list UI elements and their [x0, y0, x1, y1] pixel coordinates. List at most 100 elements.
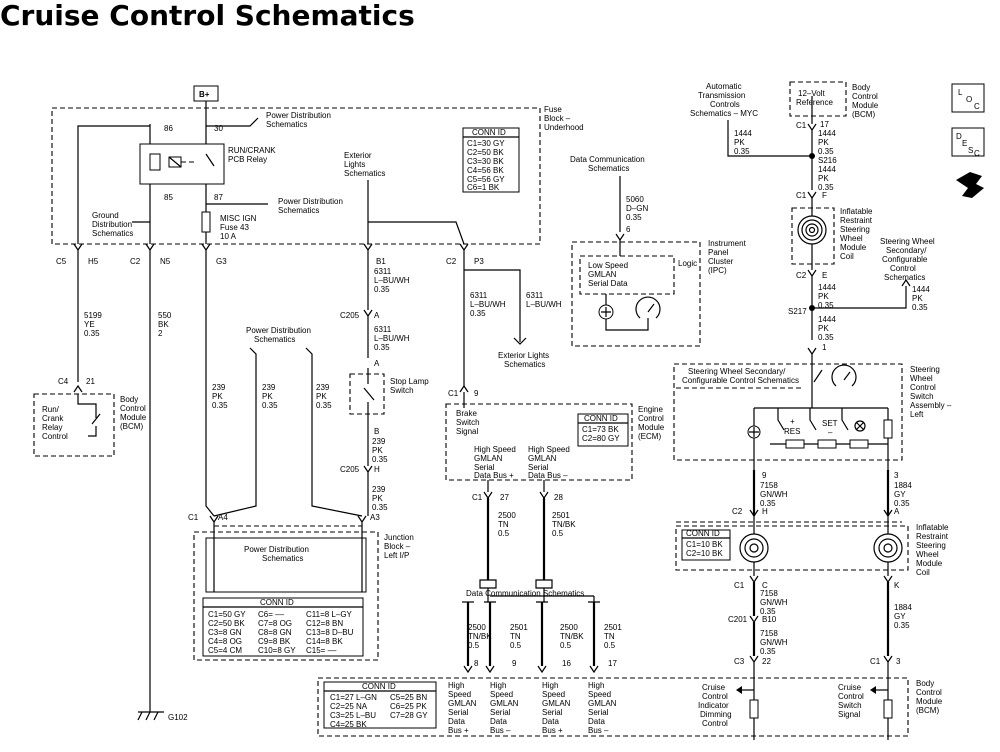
svg-text:Schematics: Schematics: [92, 229, 133, 238]
svg-text:C: C: [762, 581, 768, 590]
svg-text:1444: 1444: [818, 165, 836, 174]
steering-wheel-secondary: Steering Wheel Secondary/ Configurable C…: [880, 237, 935, 312]
svg-text:Serial: Serial: [588, 708, 609, 717]
svg-text:C: C: [974, 149, 980, 158]
svg-text:6311: 6311: [470, 291, 488, 300]
svg-text:Power Distribution: Power Distribution: [278, 197, 343, 206]
svg-text:GY: GY: [894, 612, 906, 621]
svg-text:C10=8 GY: C10=8 GY: [258, 646, 296, 655]
svg-text:Dimming: Dimming: [700, 710, 732, 719]
svg-text:Stop Lamp: Stop Lamp: [390, 377, 429, 386]
svg-text:Data: Data: [448, 717, 465, 726]
svg-text:H5: H5: [88, 257, 99, 266]
svg-text:22: 22: [762, 657, 771, 666]
location-icon[interactable]: L O C: [951, 83, 985, 113]
svg-text:0.35: 0.35: [374, 285, 390, 294]
svg-text:Coil: Coil: [840, 252, 854, 261]
svg-text:P3: P3: [474, 257, 484, 266]
svg-text:PK: PK: [372, 494, 383, 503]
svg-text:B+: B+: [199, 90, 210, 99]
svg-text:Module: Module: [120, 413, 147, 422]
svg-text:B: B: [374, 427, 379, 436]
svg-text:C1=30 GY: C1=30 GY: [467, 139, 505, 148]
svg-text:Block –: Block –: [544, 114, 571, 123]
engine-control-module: Brake Switch Signal CONN ID C1=73 BK C2=…: [445, 392, 665, 481]
svg-text:21: 21: [86, 377, 95, 386]
svg-text:0.35: 0.35: [372, 503, 388, 512]
svg-text:Steering Wheel: Steering Wheel: [880, 237, 935, 246]
svg-text:Signal: Signal: [838, 710, 860, 719]
svg-text:Serial: Serial: [474, 463, 495, 472]
svg-text:0.35: 0.35: [84, 329, 100, 338]
svg-text:Assembly –: Assembly –: [910, 401, 952, 410]
svg-text:Data Communication: Data Communication: [570, 155, 645, 164]
svg-text:CONN ID: CONN ID: [472, 128, 506, 137]
svg-text:(BCM): (BCM): [852, 110, 875, 119]
svg-text:Power Distribution: Power Distribution: [246, 326, 311, 335]
svg-text:10 A: 10 A: [220, 232, 237, 241]
svg-text:C2: C2: [446, 257, 457, 266]
svg-text:Low Speed: Low Speed: [588, 261, 628, 270]
svg-text:CONN ID: CONN ID: [260, 598, 294, 607]
svg-text:Control: Control: [910, 383, 936, 392]
svg-text:Schematics: Schematics: [884, 273, 925, 282]
svg-text:–: –: [828, 428, 833, 437]
svg-text:A4: A4: [218, 513, 228, 522]
svg-text:Control: Control: [120, 404, 146, 413]
svg-text:1444: 1444: [818, 129, 836, 138]
svg-text:Wheel: Wheel: [910, 374, 933, 383]
svg-text:239: 239: [372, 437, 386, 446]
bus-wires: 2500 TN/BK 0.5 2501 TN 0.5 2500 TN/BK 0.…: [462, 588, 622, 674]
svg-text:C3: C3: [734, 657, 745, 666]
svg-text:Serial: Serial: [528, 463, 549, 472]
svg-text:Run/: Run/: [42, 405, 60, 414]
svg-text:C1: C1: [796, 121, 807, 130]
svg-text:O: O: [966, 95, 972, 104]
svg-text:Bus –: Bus –: [490, 726, 511, 735]
svg-text:87: 87: [214, 193, 223, 202]
svg-text:CONN ID: CONN ID: [584, 414, 618, 423]
ground-g102: G102: [137, 711, 188, 722]
description-icon[interactable]: D E S C: [951, 127, 985, 158]
svg-text:B10: B10: [762, 615, 777, 624]
svg-text:Coil: Coil: [916, 568, 930, 577]
svg-text:Restraint: Restraint: [916, 532, 949, 541]
svg-text:6311: 6311: [374, 325, 392, 334]
svg-text:G102: G102: [168, 713, 188, 722]
svg-text:PK: PK: [212, 392, 223, 401]
svg-text:Transmission: Transmission: [698, 91, 745, 100]
svg-text:CONN ID: CONN ID: [362, 682, 396, 691]
svg-text:C2=50 BK: C2=50 BK: [467, 148, 504, 157]
run-crank-pcb-relay: RUN/CRANK PCB Relay: [139, 143, 276, 185]
svg-text:0.35: 0.35: [894, 499, 910, 508]
svg-text:High: High: [490, 681, 506, 690]
svg-text:Switch: Switch: [390, 386, 414, 395]
svg-text:Speed: Speed: [490, 690, 513, 699]
connector-icon[interactable]: [956, 172, 984, 198]
svg-text:Serial: Serial: [490, 708, 511, 717]
svg-text:C1=27 L–GN: C1=27 L–GN: [330, 693, 377, 702]
fuse-block-conn-id: CONN ID C1=30 GY C2=50 BK C3=30 BK C4=56…: [462, 127, 520, 193]
svg-text:S216: S216: [818, 156, 837, 165]
svg-text:Module: Module: [840, 243, 867, 252]
svg-text:Control: Control: [638, 414, 664, 423]
svg-text:0.35: 0.35: [894, 621, 910, 630]
svg-text:L–BU/WH: L–BU/WH: [374, 276, 410, 285]
svg-text:Control: Control: [838, 692, 864, 701]
svg-text:A: A: [374, 311, 380, 320]
svg-text:E: E: [962, 139, 967, 148]
svg-text:Steering Wheel Secondary/: Steering Wheel Secondary/: [688, 367, 786, 376]
svg-text:30: 30: [214, 124, 223, 133]
svg-text:L–BU/WH: L–BU/WH: [374, 334, 410, 343]
svg-text:GMLAN: GMLAN: [474, 454, 503, 463]
svg-text:GMLAN: GMLAN: [490, 699, 519, 708]
svg-text:Module: Module: [638, 423, 665, 432]
svg-text:Schematics: Schematics: [262, 554, 303, 563]
power-distribution-mid: Power Distribution Schematics 239 PK 0.3…: [213, 326, 363, 517]
svg-text:E: E: [822, 271, 827, 280]
svg-text:TN/BK: TN/BK: [468, 632, 492, 641]
svg-text:1444: 1444: [818, 315, 836, 324]
svg-text:Serial: Serial: [448, 708, 469, 717]
svg-text:PK: PK: [262, 392, 273, 401]
